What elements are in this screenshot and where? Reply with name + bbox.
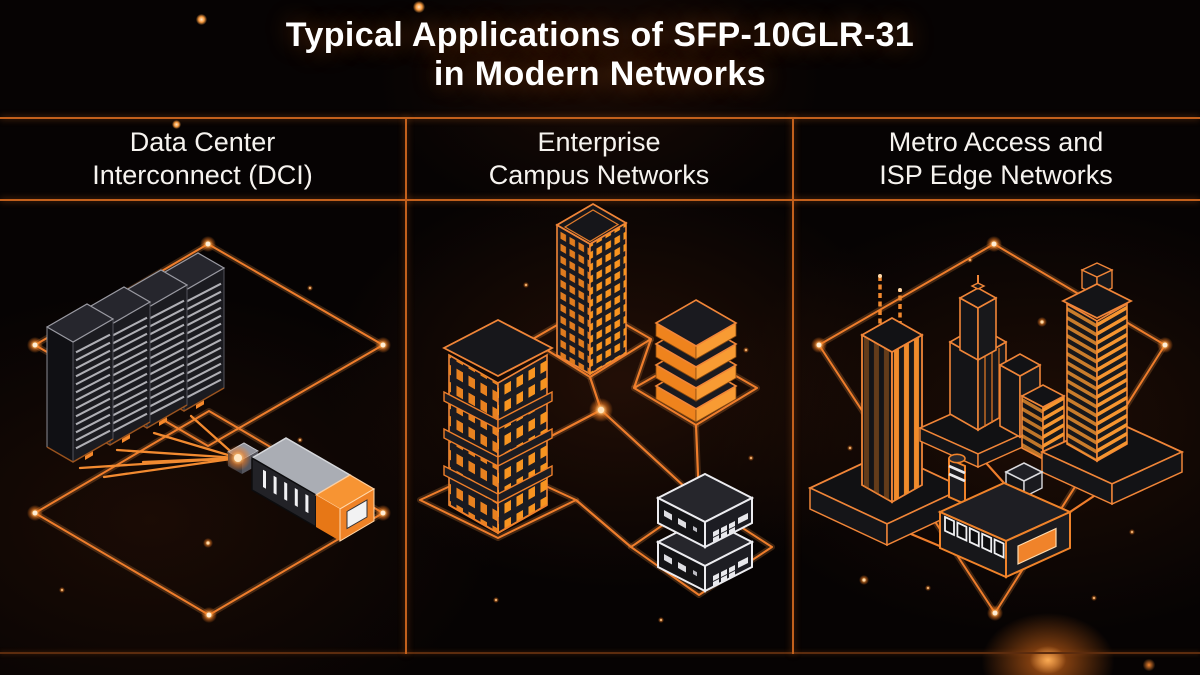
glow-node-icon bbox=[589, 398, 613, 422]
column-divider-left bbox=[405, 117, 407, 654]
header-top-rule bbox=[0, 117, 1200, 119]
page-title-line1: Typical Applications of SFP-10GLR-31 bbox=[285, 16, 915, 54]
rack-switch-pair-icon bbox=[657, 473, 753, 592]
star-dot bbox=[172, 120, 181, 129]
glow-node-icon bbox=[225, 445, 251, 471]
panel-header-metro: Metro Access and ISP Edge Networks bbox=[792, 119, 1200, 199]
panel-header-dci: Data Center Interconnect (DCI) bbox=[0, 119, 405, 199]
star-dot bbox=[196, 14, 207, 25]
page-title: Typical Applications of SFP-10GLR-31 in … bbox=[0, 16, 1200, 94]
stepped-skyscraper-icon bbox=[948, 275, 1008, 432]
panel-header-metro-line1: Metro Access and bbox=[888, 127, 1104, 157]
stacked-switch-icon bbox=[654, 299, 738, 423]
factory-door-panel bbox=[1017, 527, 1057, 565]
panel-header-dci-line2: Interconnect (DCI) bbox=[92, 160, 313, 190]
fiber-link-fan-icon bbox=[78, 414, 240, 479]
campus-illustration bbox=[417, 202, 775, 623]
footer-rule bbox=[0, 652, 1200, 654]
multi-storey-building-icon bbox=[442, 318, 554, 535]
antenna-tower-icon bbox=[860, 274, 924, 504]
highrise-building-icon bbox=[1060, 262, 1134, 463]
office-tower-icon bbox=[555, 202, 628, 376]
panel-header-metro-line2: ISP Edge Networks bbox=[879, 160, 1113, 190]
server-rack-icon bbox=[46, 303, 114, 463]
star-dot bbox=[413, 1, 425, 13]
dci-illustration bbox=[27, 236, 391, 623]
panel-header-dci-line1: Data Center bbox=[129, 127, 276, 157]
striped-tower-icon bbox=[1020, 384, 1066, 461]
column-divider-right bbox=[792, 117, 794, 654]
panel-header-campus-line2: Campus Networks bbox=[488, 160, 710, 190]
panel-header-campus: Enterprise Campus Networks bbox=[406, 119, 792, 199]
metro-illustration bbox=[807, 236, 1185, 621]
header-bottom-rule bbox=[0, 199, 1200, 201]
factory-windows bbox=[944, 515, 1005, 559]
page-title-line2: in Modern Networks bbox=[433, 55, 767, 93]
panel-header-campus-line1: Enterprise bbox=[537, 127, 661, 157]
factory-icon bbox=[937, 453, 1073, 579]
